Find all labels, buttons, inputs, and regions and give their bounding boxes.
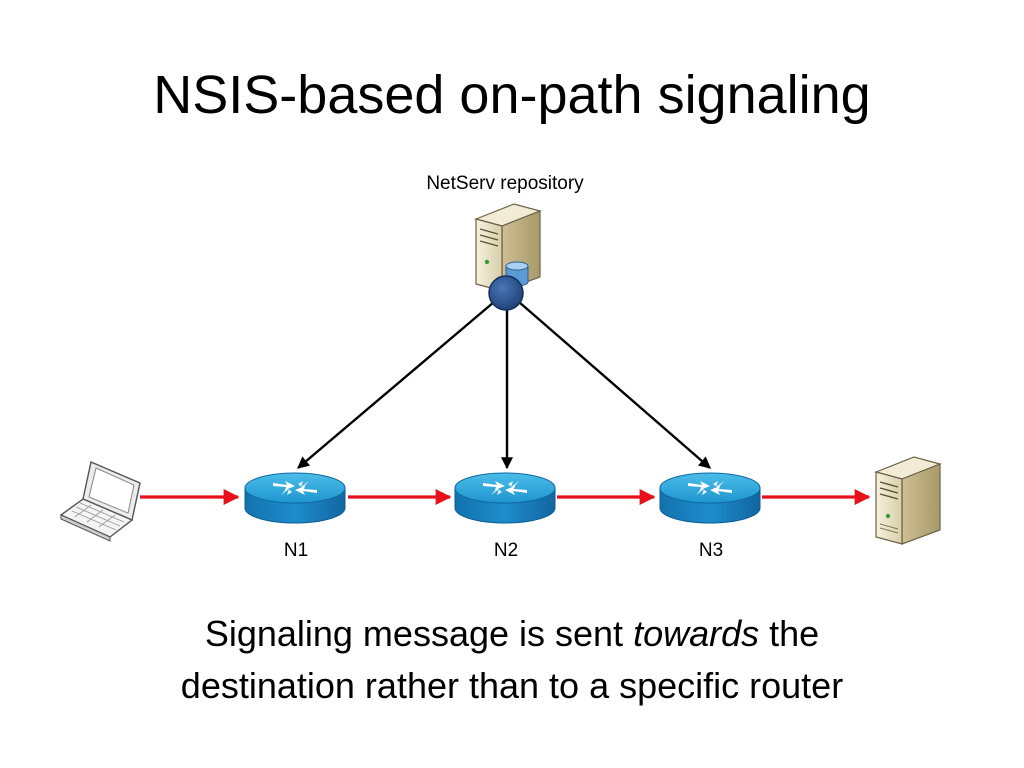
repository-hub-node bbox=[488, 275, 524, 311]
caption-line-1: Signaling message is sent towards the bbox=[0, 608, 1024, 660]
signal-paths bbox=[297, 301, 711, 470]
node-label-n3: N3 bbox=[698, 540, 724, 561]
signal-arrow-n1 bbox=[297, 301, 495, 469]
node-label-n1: N1 bbox=[283, 540, 309, 561]
caption-line-2: destination rather than to a specific ro… bbox=[180, 665, 844, 706]
router-icon-n2 bbox=[454, 472, 556, 524]
slide-title: NSIS-based on-path signaling bbox=[153, 65, 871, 125]
caption-line-1-start: Signaling message is sent bbox=[204, 613, 634, 654]
caption: Signaling message is sent towards the de… bbox=[0, 608, 1024, 712]
server-icon bbox=[874, 456, 942, 545]
repository-label: NetServ repository bbox=[426, 173, 584, 194]
database-server-icon bbox=[474, 203, 542, 292]
router-icon-n3 bbox=[659, 472, 761, 524]
node-label-n2: N2 bbox=[493, 540, 519, 561]
caption-line-1-end: the bbox=[759, 613, 820, 654]
signal-arrow-n3 bbox=[518, 301, 711, 469]
caption-emphasis: towards bbox=[633, 613, 760, 654]
laptop-icon bbox=[59, 461, 141, 542]
router-icon-n1 bbox=[244, 472, 346, 524]
